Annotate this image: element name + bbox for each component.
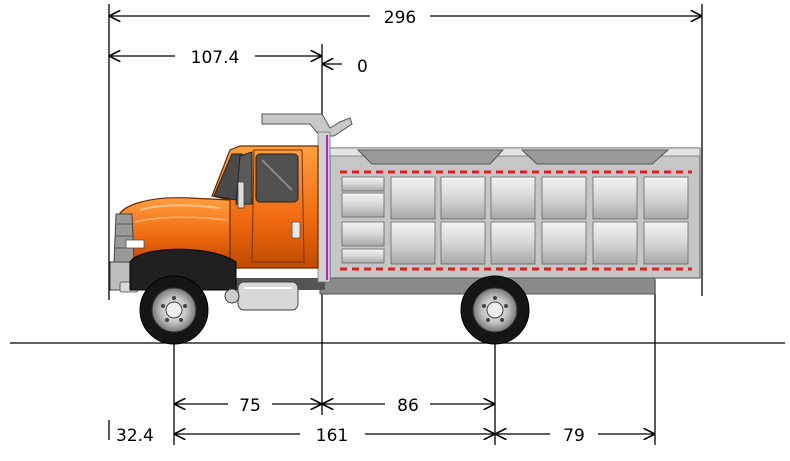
- rear-wheel: [460, 275, 530, 345]
- front-wheel: [139, 275, 209, 345]
- label-rear-overhang: 79: [563, 426, 585, 446]
- dim-overall-length: 296: [109, 8, 702, 28]
- label-front-to-cab-back: 107.4: [191, 48, 240, 68]
- label-zero-reference: 0: [357, 57, 368, 77]
- fuel-tank: [237, 281, 299, 311]
- door-window: [255, 153, 299, 203]
- grille: [113, 213, 135, 263]
- label-front-overhang: 32.4: [116, 426, 154, 446]
- cab-shield: [261, 113, 353, 137]
- dim-zero-reference: 0: [322, 57, 368, 77]
- dim-front-to-cab-back: 107.4: [109, 48, 322, 68]
- windshield: [213, 153, 243, 201]
- dim-rear-overhang: 79: [495, 426, 655, 446]
- dim-front-axle-to-reference: 75: [174, 396, 322, 416]
- label-overall-length: 296: [384, 8, 416, 28]
- dump-truck: [109, 113, 701, 345]
- label-reference-to-rear-axle: 86: [397, 396, 419, 416]
- label-front-axle-to-reference: 75: [239, 396, 261, 416]
- door-handle: [291, 221, 301, 239]
- dim-reference-to-rear-axle: 86: [322, 396, 495, 416]
- dim-wheelbase: 161: [174, 426, 495, 446]
- label-wheelbase: 161: [316, 426, 348, 446]
